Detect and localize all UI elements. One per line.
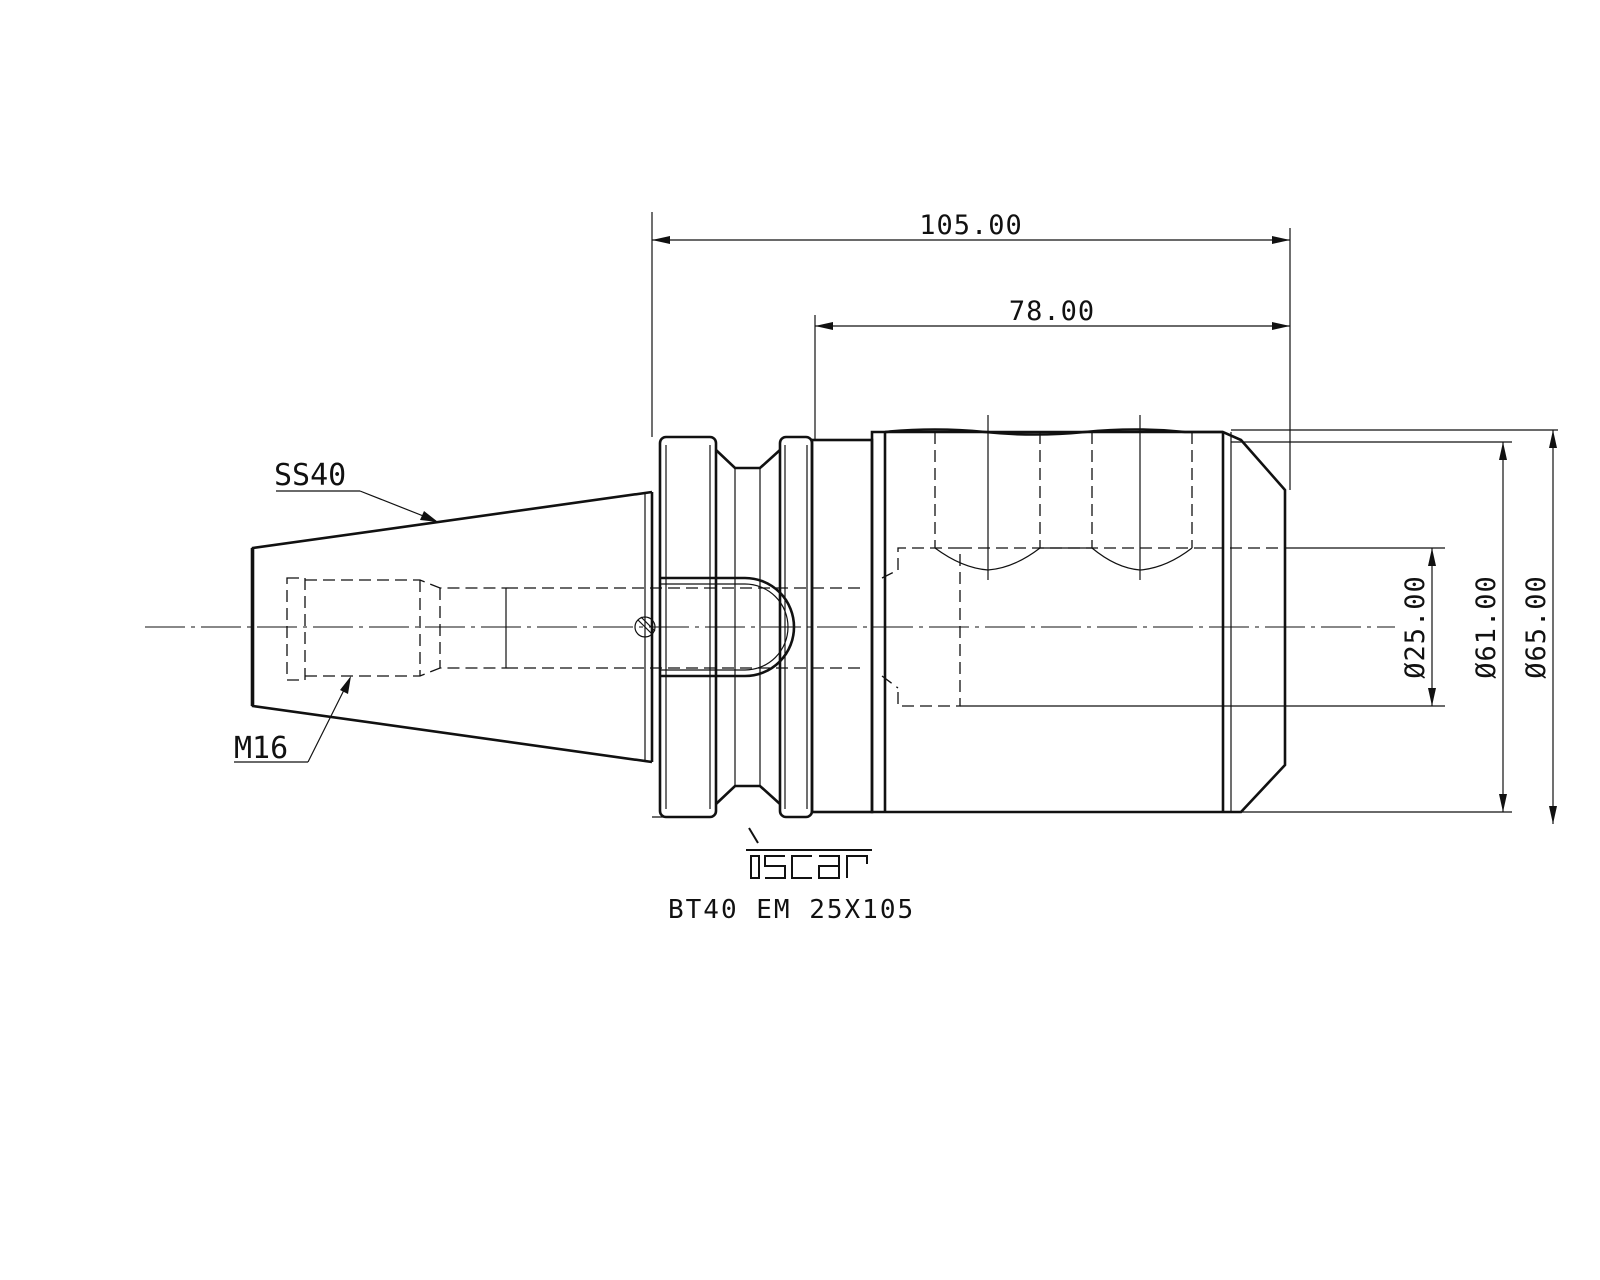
flange-diameter-value: Ø65.00 — [1521, 575, 1552, 679]
drive-key-slot — [634, 576, 796, 678]
bore-diameter-value: Ø25.00 — [1400, 575, 1431, 679]
body-length-value: 78.00 — [1009, 296, 1095, 327]
body-diameter-value: Ø61.00 — [1471, 575, 1502, 679]
dimension-overall-length: 105.00 — [651, 210, 1291, 490]
weldon-flats-hidden — [934, 415, 1193, 580]
taper-leader: SS40 — [274, 458, 438, 522]
dimension-body-length: 78.00 — [814, 296, 1290, 440]
dimension-body-diameter: Ø61.00 — [1231, 441, 1512, 813]
thread-label: M16 — [234, 731, 288, 766]
part-number: BT40 EM 25X105 — [668, 895, 915, 925]
overall-length-value: 105.00 — [919, 210, 1023, 241]
thread-leader: M16 — [234, 676, 351, 766]
thread-bore-hidden — [286, 577, 865, 681]
dimension-flange-diameter: Ø65.00 — [652, 429, 1558, 824]
bore-hidden — [881, 547, 1445, 707]
taper-label: SS40 — [274, 458, 346, 493]
holder-body — [810, 428, 1287, 814]
iscar-logo — [746, 827, 872, 879]
dimension-bore-diameter: Ø25.00 — [1400, 548, 1436, 706]
